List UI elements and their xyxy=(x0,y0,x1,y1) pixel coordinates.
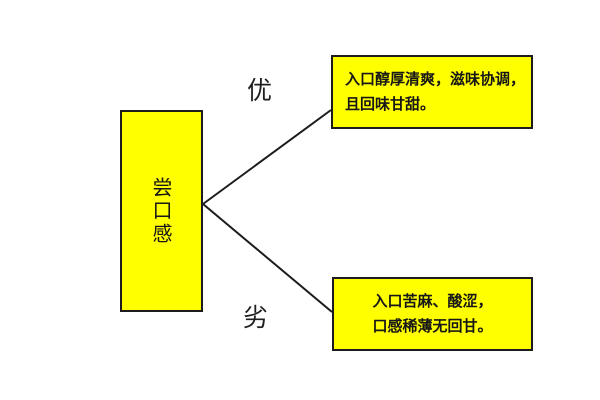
root-node-box: 尝口感 xyxy=(120,110,203,312)
root-node-label: 尝口感 xyxy=(149,176,173,246)
branch-box-bad-text-line2: 口感稀薄无回甘。 xyxy=(372,317,493,335)
branch-box-bad-text-line1: 入口苦麻、酸涩， xyxy=(372,292,493,311)
branch-box-good-text-line2: 且回味甘甜。 xyxy=(345,95,436,113)
connector-line-top xyxy=(202,109,332,205)
branch-label-bad: 劣 xyxy=(243,303,269,332)
branch-box-bad: 入口苦麻、酸涩， 口感稀薄无回甘。 xyxy=(332,277,533,351)
branch-box-good-text-line1: 入口醇厚清爽，滋味协调， xyxy=(345,70,526,89)
branch-box-good: 入口醇厚清爽，滋味协调， 且回味甘甜。 xyxy=(331,55,533,129)
connector-line-bottom xyxy=(202,203,333,313)
branch-label-good: 优 xyxy=(247,76,273,105)
